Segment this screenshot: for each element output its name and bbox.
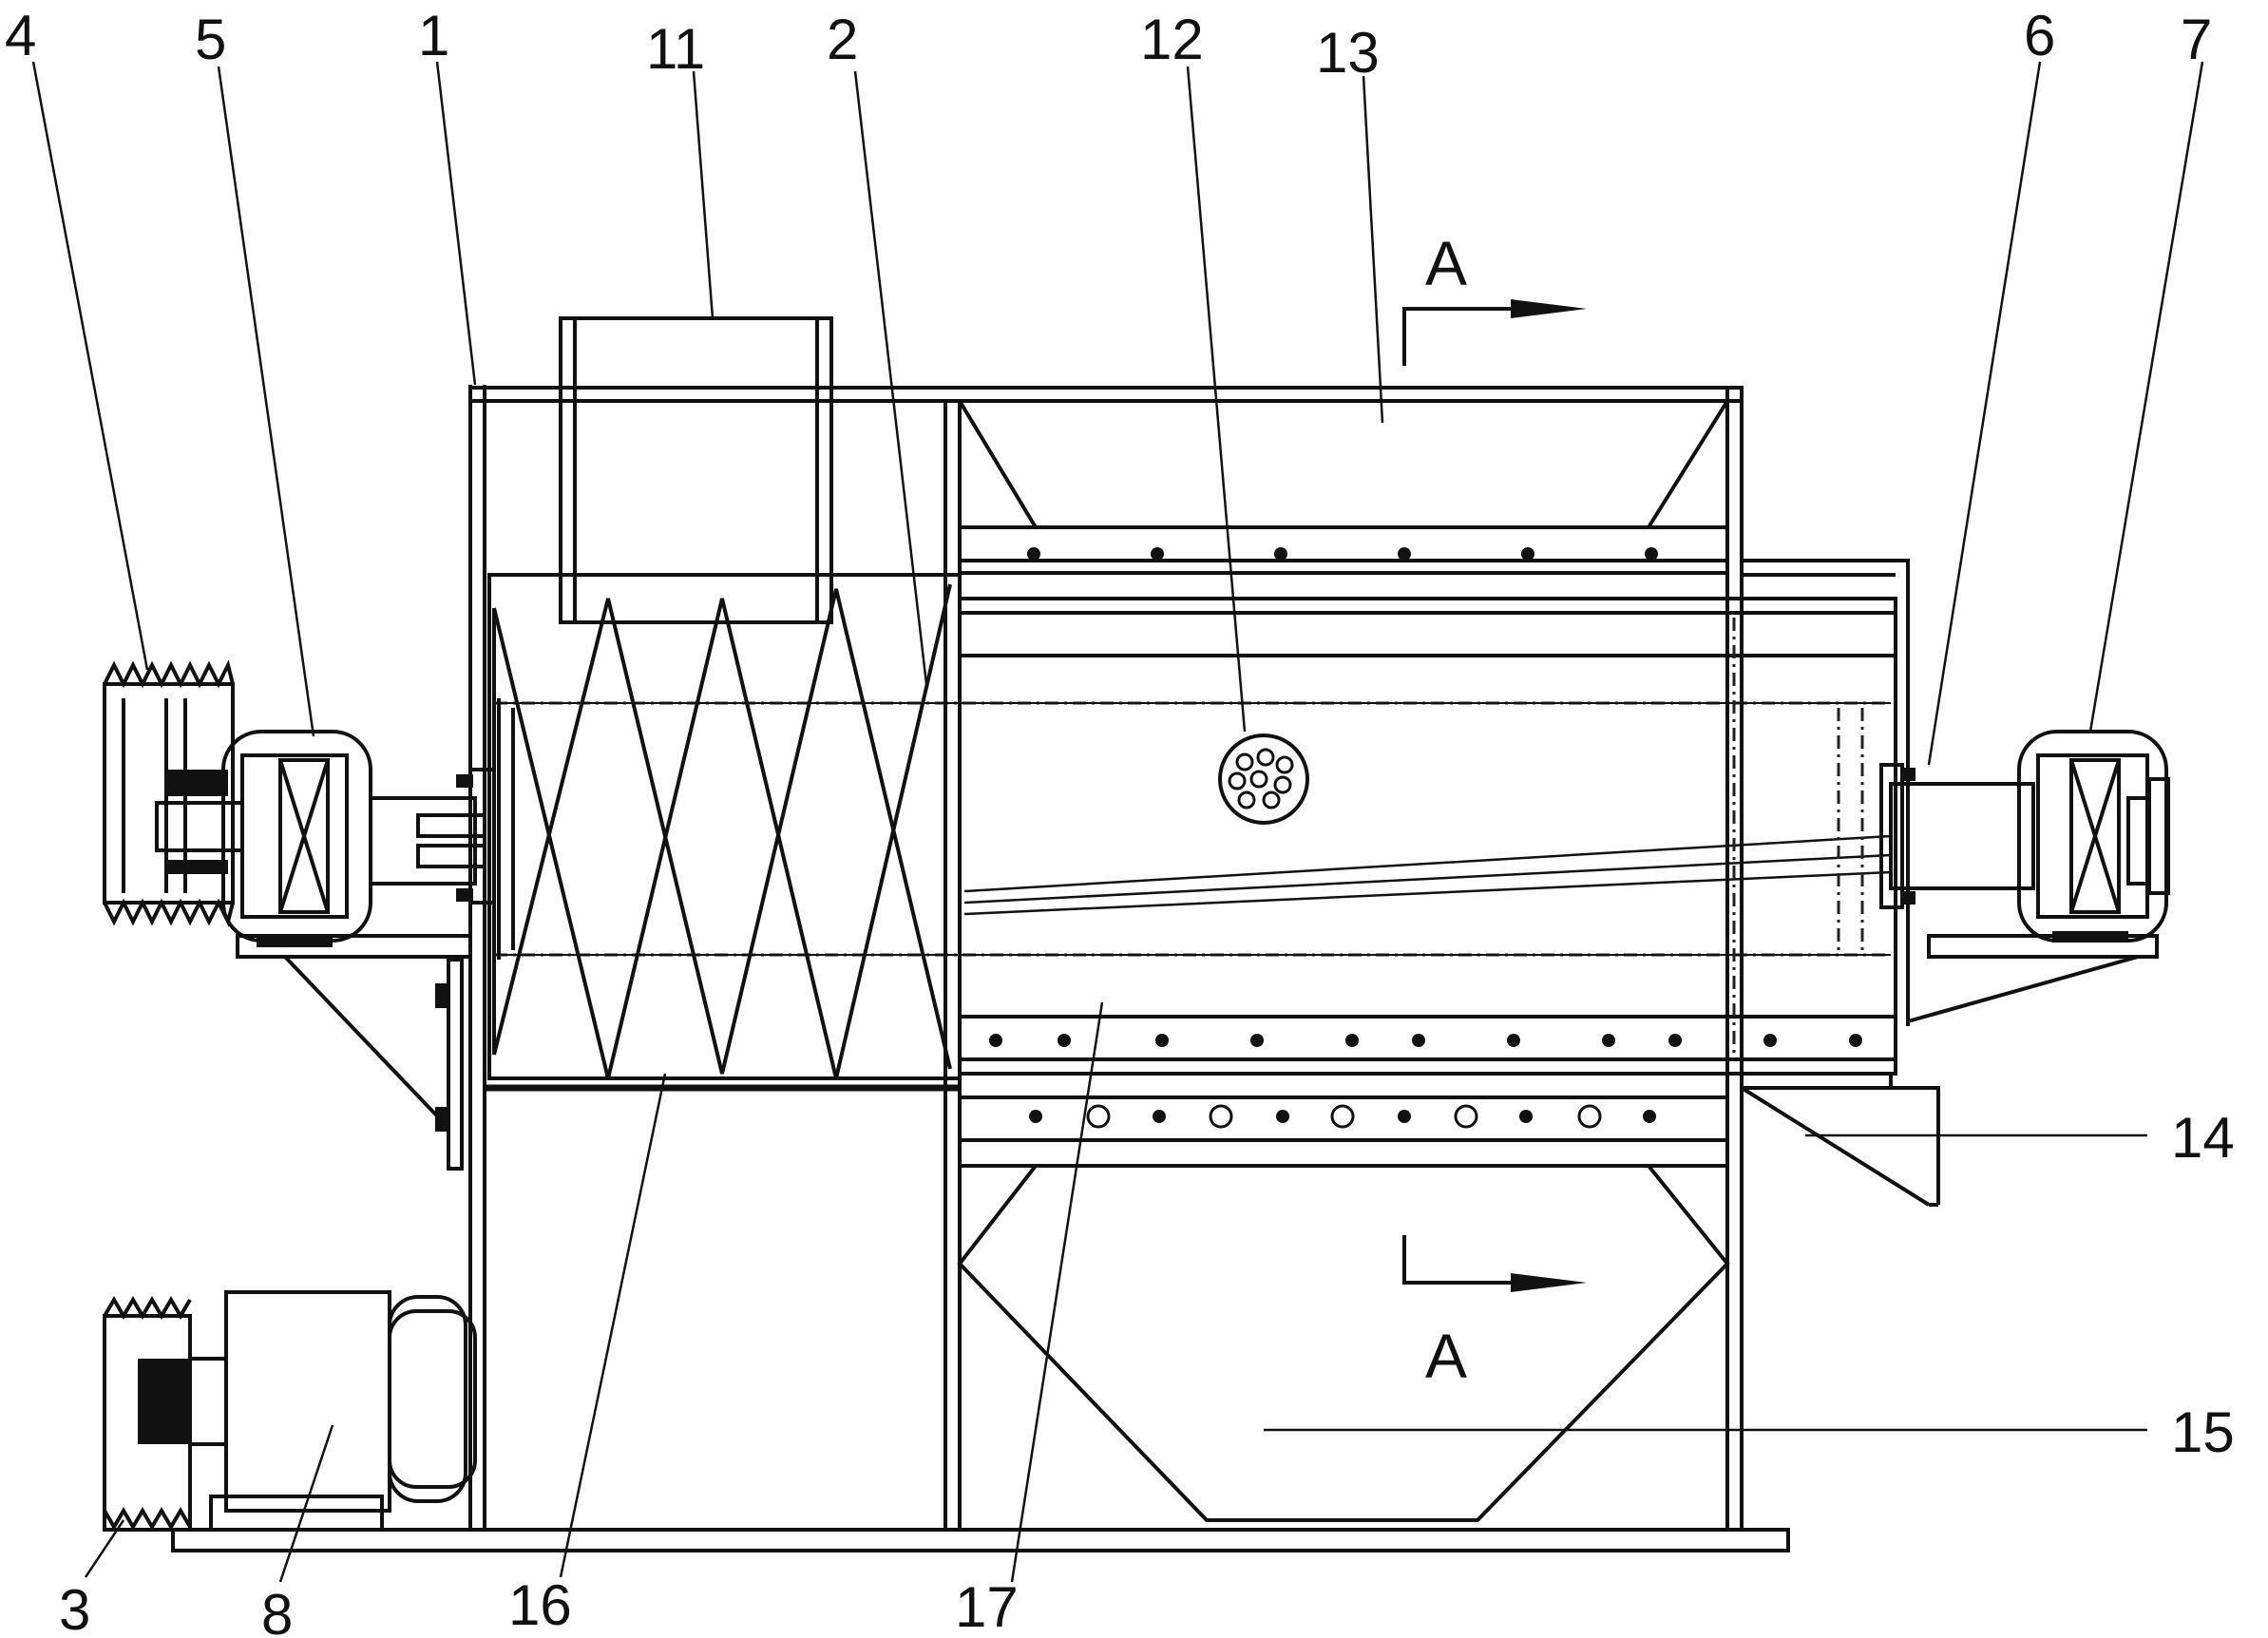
- section-label-bottom: A: [1425, 1321, 1467, 1391]
- bolt-row-top: [1027, 547, 1658, 561]
- label-2: 2: [827, 8, 858, 71]
- inspection-port-12: [1220, 735, 1307, 823]
- label-1: 1: [418, 4, 449, 67]
- leader-lines: [33, 62, 2202, 1582]
- left-shaft-bearing: [223, 732, 494, 947]
- screen-drum: [960, 599, 1896, 1074]
- top-hood-13: [960, 401, 1727, 573]
- motor-8: [105, 1292, 475, 1530]
- label-11: 11: [646, 17, 705, 81]
- label-15: 15: [2171, 1400, 2235, 1464]
- section-label-top: A: [1425, 228, 1467, 298]
- feed-housing: [489, 575, 960, 1078]
- label-3: 3: [59, 1578, 90, 1638]
- section-marker-bottom: A: [1404, 1235, 1587, 1391]
- label-8: 8: [261, 1583, 293, 1638]
- bolt-row-drum: [989, 1034, 1862, 1047]
- label-12: 12: [1140, 8, 1204, 71]
- label-7: 7: [2181, 8, 2212, 71]
- label-16: 16: [508, 1573, 572, 1637]
- base-plate: [173, 1530, 1788, 1551]
- label-13: 13: [1316, 21, 1380, 85]
- right-shaft-bearing: [1881, 732, 2168, 943]
- label-17: 17: [955, 1575, 1019, 1638]
- screw-spiral: [494, 584, 950, 1078]
- label-14: 14: [2171, 1106, 2235, 1170]
- rotor-shaft-outline: [494, 698, 1891, 960]
- label-5: 5: [195, 8, 226, 71]
- collection-hopper-15: [960, 1166, 1727, 1520]
- discharge-chute-14: [1742, 1074, 1938, 1205]
- section-marker-top: A: [1404, 228, 1587, 366]
- bottom-flange: [960, 1097, 1727, 1166]
- label-4: 4: [5, 4, 36, 67]
- frame: [470, 385, 1742, 1530]
- label-6: 6: [2024, 4, 2055, 67]
